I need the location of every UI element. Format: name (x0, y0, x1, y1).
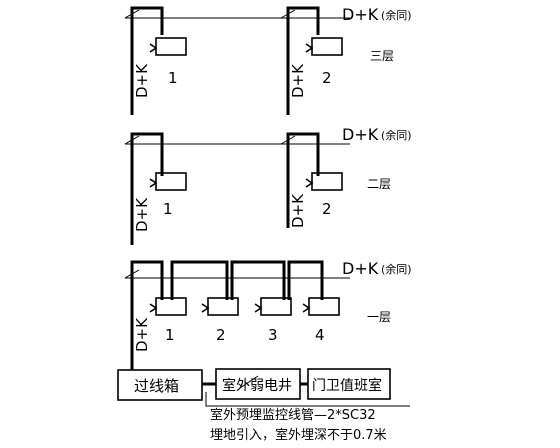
camera-icon (149, 37, 187, 56)
camera-number: 1 (165, 326, 175, 344)
camera-number: 2 (216, 326, 226, 344)
guard-room-label: 门卫值班室 (312, 377, 382, 394)
cable-label-vertical: D+K (133, 317, 151, 352)
junction-box-label: 过线箱 (134, 377, 179, 395)
floor-1-riser (130, 260, 164, 368)
floor-label: 三层 (370, 49, 394, 63)
cable-label-vertical: D+K (289, 193, 307, 228)
cable-label: D+K (342, 259, 379, 278)
cable-note: (余同) (381, 262, 412, 276)
camera-icon (302, 297, 340, 316)
cable-label-vertical: D+K (133, 197, 151, 232)
floor-1-link-1-2 (170, 260, 229, 300)
note-line-1: 室外预埋监控线管—2*SC32 (210, 407, 376, 423)
pipe-bracket (205, 392, 410, 407)
camera-icon (149, 297, 187, 316)
floor-2-tick-left (124, 135, 140, 145)
cable-note: (余同) (381, 128, 412, 142)
floor-3: 1 2 D+K D+K D+K (余同) 三层 (124, 5, 412, 115)
camera-number: 4 (315, 326, 325, 344)
camera-number: 1 (168, 69, 178, 87)
guard-room-box (307, 368, 391, 400)
floor-1-link-2-3 (230, 260, 286, 300)
camera-icon (305, 37, 343, 56)
floor-label: 一层 (367, 310, 391, 324)
cable-label: D+K (342, 5, 379, 24)
cable-label-vertical: D+K (289, 63, 307, 98)
camera-number: 2 (322, 200, 332, 218)
floor-1-tick (124, 269, 140, 279)
camera-number: 1 (163, 200, 173, 218)
floor-1: 1 2 3 4 D+K D+K (余同) 一层 (124, 259, 412, 368)
floor-label: 二层 (367, 177, 391, 191)
camera-icon (254, 297, 292, 316)
cable-label: D+K (342, 125, 379, 144)
floor-3-tick-left (124, 9, 140, 19)
floor-3-riser-right (286, 6, 320, 115)
floor-2-riser-right (286, 132, 320, 228)
camera-icon (201, 297, 239, 316)
floor-2-tick-right (280, 135, 296, 145)
note-line-2: 埋地引入，室外埋深不于0.7米 (210, 427, 387, 443)
camera-icon (149, 172, 187, 191)
cable-note: (余同) (381, 8, 412, 22)
floor-2-riser-left (130, 132, 164, 245)
camera-number: 2 (322, 69, 332, 87)
cable-label-vertical: D+K (133, 63, 151, 98)
floor-2: 1 2 D+K D+K D+K (余同) 二层 (124, 125, 412, 245)
camera-icon (305, 172, 343, 191)
outdoor-well-label: 室外弱电井 (222, 377, 292, 394)
floor-1-link-3-4 (287, 260, 324, 300)
distribution-chain: 过线箱 室外弱电井 门卫值班室 室外预埋监控线管—2*SC32 埋地引入，室外埋… (117, 368, 410, 443)
floor-3-tick-right (280, 9, 296, 19)
camera-number: 3 (268, 326, 278, 344)
floor-3-riser-left (130, 6, 164, 115)
pipe-tick (239, 375, 259, 389)
